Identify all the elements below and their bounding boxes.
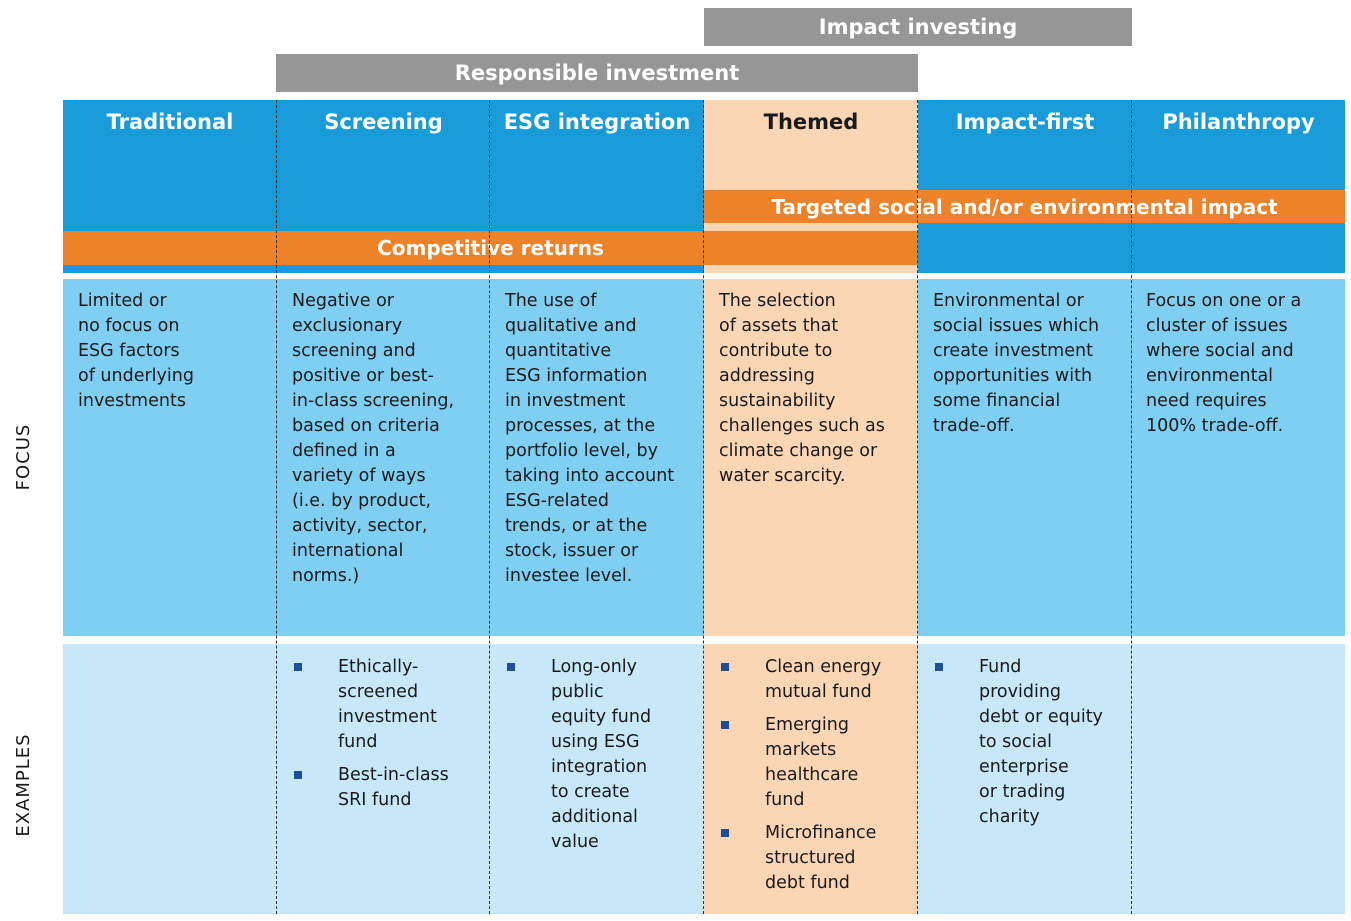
bullet-icon: [935, 663, 943, 671]
column-title-screening: Screening: [324, 110, 443, 134]
bullet-icon: [721, 663, 729, 671]
list-item: Emerging markets healthcare fund: [719, 713, 914, 813]
focus-text-screening: Negative or exclusionary screening and p…: [292, 291, 455, 586]
bullet-icon: [721, 721, 729, 729]
column-title-traditional: Traditional: [106, 110, 234, 134]
column-divider: [489, 100, 490, 914]
list-item: Clean energy mutual fund: [719, 655, 914, 705]
bullet-icon: [294, 771, 302, 779]
list-item: Ethically- screened investment fund: [292, 655, 472, 755]
list-item: Fund providing debt or equity to social …: [933, 655, 1128, 830]
column-divider: [703, 100, 704, 914]
column-divider: [1131, 100, 1132, 914]
column-title-impact-first: Impact-first: [955, 110, 1095, 134]
focus-text-traditional: Limited or no focus on ESG factors of un…: [78, 291, 194, 411]
bullet-icon: [294, 663, 302, 671]
examples-row-background-left: [63, 644, 704, 914]
column-title-esg-integration: ESG integration: [503, 110, 691, 134]
column-divider: [276, 100, 277, 914]
competitive-returns-bar: Competitive returns: [63, 231, 918, 265]
focus-text-esg-integration: The use of qualitative and quantitative …: [505, 291, 675, 586]
focus-row-background-themed: [704, 279, 918, 636]
column-title-themed: Themed: [763, 110, 859, 134]
impact-investing-band: Impact investing: [704, 8, 1132, 46]
list-item: Best-in-class SRI fund: [292, 763, 472, 813]
row-label-focus: FOCUS: [13, 423, 34, 491]
responsible-investment-band: Responsible investment: [276, 54, 918, 92]
focus-text-impact-first: Environmental or social issues which cre…: [933, 291, 1100, 436]
examples-list-impact-first: Fund providing debt or equity to social …: [933, 655, 1128, 838]
column-title-philanthropy: Philanthropy: [1162, 110, 1315, 134]
focus-text-themed: The selection of assets that contribute …: [719, 291, 885, 486]
bullet-icon: [507, 663, 515, 671]
list-item: Microfinance structured debt fund: [719, 821, 914, 896]
row-label-examples: EXAMPLES: [13, 733, 34, 837]
examples-list-screening: Ethically- screened investment fund Best…: [292, 655, 472, 821]
list-item: Long-only public equity fund using ESG i…: [505, 655, 695, 855]
examples-row-background-themed: [704, 644, 918, 914]
focus-row-background-left: [63, 279, 704, 636]
focus-text-philanthropy: Focus on one or a cluster of issues wher…: [1146, 291, 1302, 436]
targeted-impact-bar: Targeted social and/or environmental imp…: [704, 190, 1345, 223]
examples-list-esg-integration: Long-only public equity fund using ESG i…: [505, 655, 695, 863]
column-divider: [917, 100, 918, 914]
bullet-icon: [721, 829, 729, 837]
examples-list-themed: Clean energy mutual fund Emerging market…: [719, 655, 914, 904]
